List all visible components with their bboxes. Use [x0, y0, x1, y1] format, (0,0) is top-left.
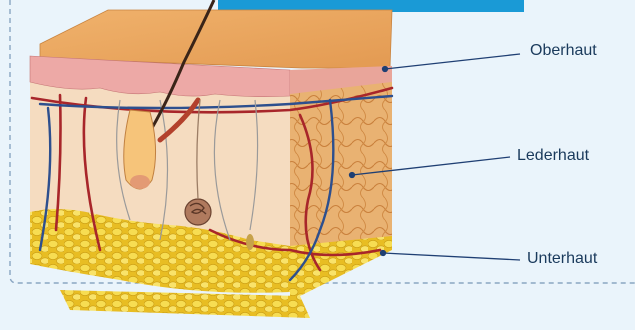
subcutis-bottom [60, 290, 310, 318]
label-lederhaut: Lederhaut [517, 147, 589, 165]
label-oberhaut: Oberhaut [530, 42, 597, 60]
subcutis-side [290, 236, 392, 296]
small-follicle [246, 234, 254, 250]
label-unterhaut: Unterhaut [527, 250, 597, 268]
